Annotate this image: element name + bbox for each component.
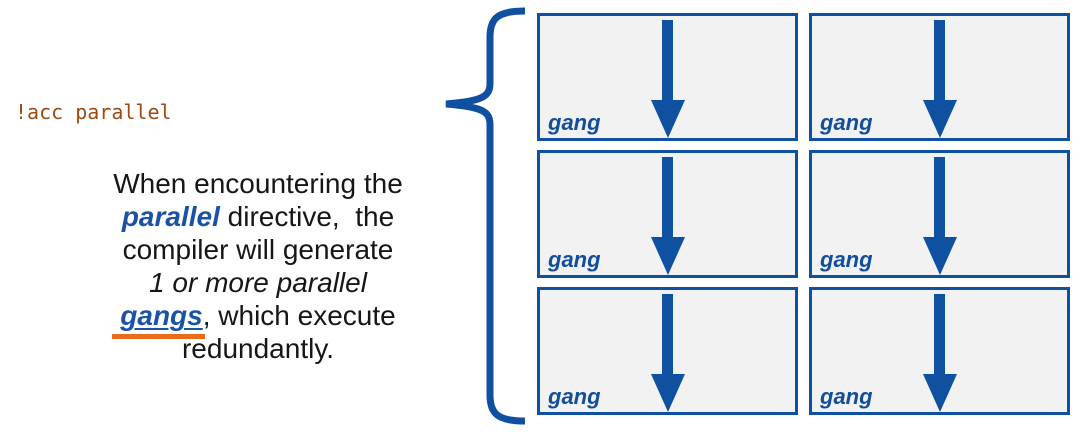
para-line-3: compiler will generate [122,234,394,265]
gang-label: gang [548,110,601,135]
gangs-keyword: gangs [112,300,206,339]
gang-box: gang [537,13,798,141]
down-arrow-icon [922,20,957,138]
gang-box: gang [809,13,1070,141]
gang-label: gang [820,110,873,135]
gang-label: gang [820,247,873,272]
down-arrow-icon [650,157,685,275]
down-arrow-icon [650,294,685,412]
para-line-5-rest: , which execute [202,300,396,331]
gang-box: gang [537,150,798,278]
code-directive-label: !acc parallel [15,100,172,124]
gang-grid: gang gang gang gang [537,13,1070,415]
para-line-2-rest: directive, the [219,201,395,232]
gang-label: gang [548,247,601,272]
down-arrow-icon [922,157,957,275]
left-curly-brace-icon [445,7,526,425]
gang-box: gang [537,287,798,415]
gang-box: gang [809,150,1070,278]
para-line-1: When encountering the [113,168,403,199]
down-arrow-icon [650,20,685,138]
gang-label: gang [548,384,601,409]
down-arrow-icon [922,294,957,412]
para-line-4-italic: 1 or more parallel [149,267,367,298]
gang-box: gang [809,287,1070,415]
gang-label: gang [820,384,873,409]
parallel-keyword: parallel [121,201,220,232]
para-line-6: redundantly. [181,333,335,364]
